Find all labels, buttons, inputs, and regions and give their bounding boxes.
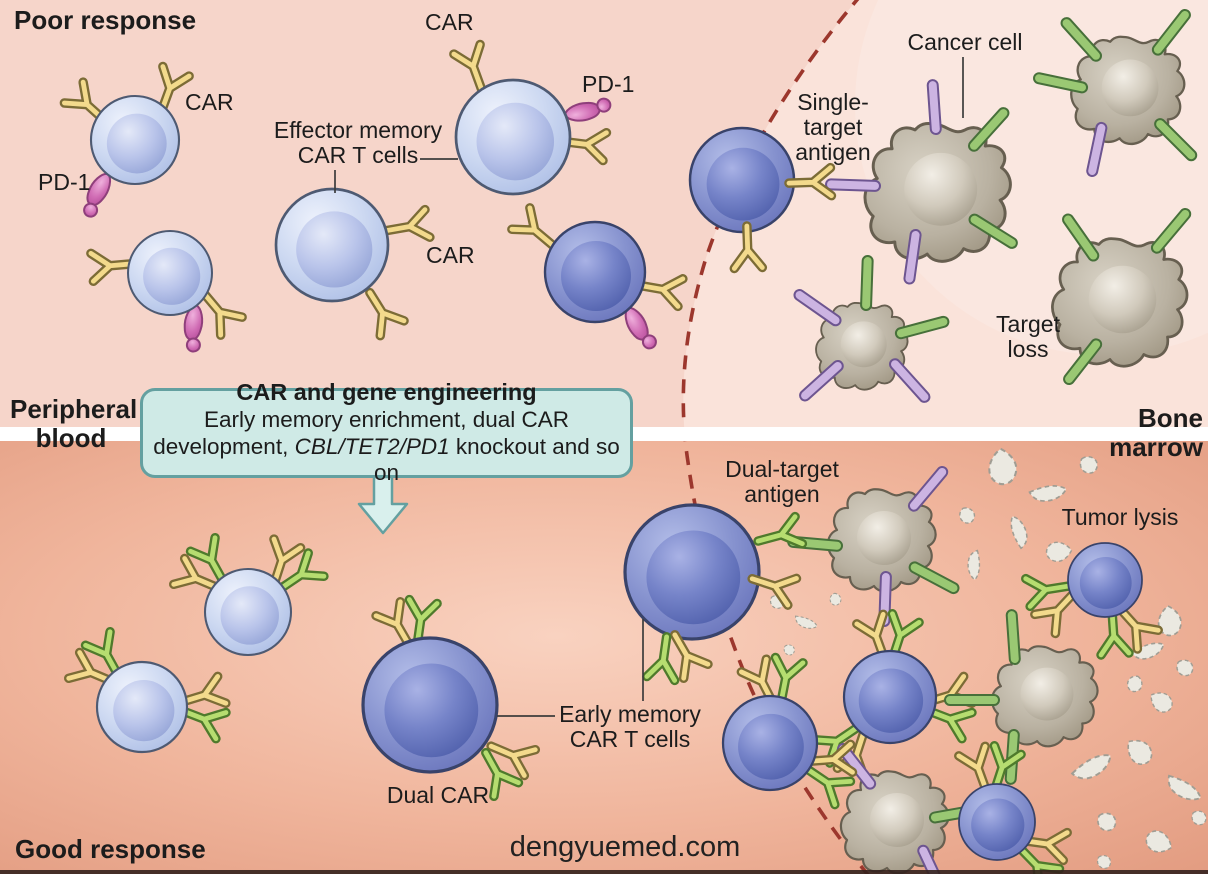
dual-target-antigen-label: Dual-target antigen <box>725 456 839 508</box>
car-label: CAR <box>426 242 475 268</box>
effector-memory-line2: CAR T cells <box>297 142 419 169</box>
pd1-label: PD-1 <box>38 169 91 195</box>
dual-car-t-cell <box>842 649 938 745</box>
early-memory-car-t-cell <box>203 567 293 657</box>
tumor-lysis-label: Tumor lysis <box>1061 504 1179 530</box>
cancer-cell-label: Cancer cell <box>907 29 1023 55</box>
effector-car-t-cell <box>454 78 572 196</box>
effector-memory-line1: Effector memory <box>273 117 443 143</box>
purple-antigen-icon <box>824 178 882 193</box>
green-antigen-icon <box>859 254 874 312</box>
effector-car-t-cell <box>126 229 214 317</box>
early-memory-label: Early memory CAR T cells <box>559 701 701 753</box>
peripheral-blood-label: Peripheral blood <box>10 394 138 454</box>
car-gene-engineering-callout: CAR and gene engineering Early memory en… <box>140 379 633 485</box>
leader-lines <box>334 57 964 717</box>
dual-car-t-cell <box>958 783 1036 861</box>
effector-car-t-cell <box>274 187 390 303</box>
callout-line1: Early memory enrichment, dual CAR <box>203 406 570 432</box>
dual-car-t-cell <box>361 636 499 774</box>
car-label: CAR <box>425 9 474 35</box>
early-memory-car-t-cell <box>95 660 189 754</box>
car-t-cell-dark <box>543 220 647 324</box>
dual-car-label: Dual CAR <box>386 782 490 808</box>
dual-car-t-cell <box>1067 542 1143 618</box>
pd1-label: PD-1 <box>582 71 635 97</box>
down-arrow-icon <box>357 475 409 535</box>
early-memory-car-t-cell-large <box>623 503 761 641</box>
car-label: CAR <box>185 89 234 115</box>
poor-response-label: Poor response <box>14 5 197 35</box>
green-antigen-icon <box>944 694 1000 706</box>
callout-title: CAR and gene engineering <box>236 378 537 405</box>
target-loss-label: Target loss <box>996 311 1060 363</box>
car-t-cell-dark <box>688 126 796 234</box>
watermark: dengyuemed.com <box>509 831 741 863</box>
gene-names-italic: CBL/TET2/PD1 <box>294 433 450 459</box>
bottom-edge-bar <box>0 870 1208 874</box>
single-target-antigen-label: Single- target antigen <box>795 89 871 166</box>
callout-line2: development, CBL/TET2/PD1 knockout and s… <box>153 433 620 486</box>
dual-car-t-cell <box>721 694 819 792</box>
effector-car-t-cell <box>89 94 181 186</box>
effector-memory-label: Effector memory CAR T cells <box>273 117 443 169</box>
good-response-label: Good response <box>15 834 206 864</box>
bone-marrow-label: Bone marrow <box>1109 403 1203 463</box>
